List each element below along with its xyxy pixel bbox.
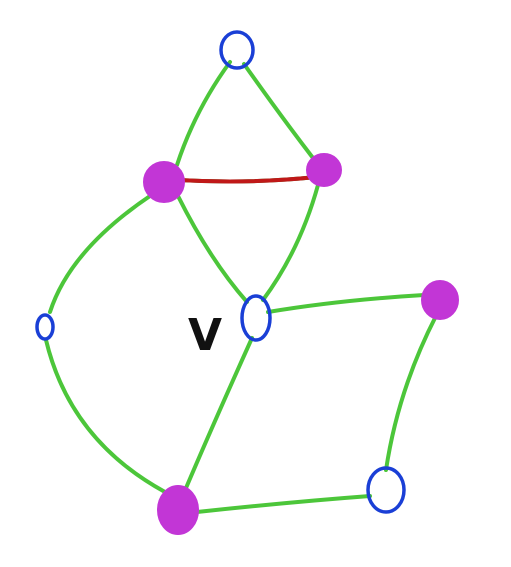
node-bottom-left-filled [157,485,199,535]
edge-top-left-upper [175,60,232,167]
edge-left-upper-right-upper-highlighted [176,175,318,184]
node-center-v-ring [240,294,272,342]
node-top-ring [219,30,255,70]
edge-center-v-right-mid [266,293,426,314]
vertex-label-v: V [188,310,222,361]
node-right-mid-filled [421,280,459,320]
node-left-mid-ring [35,313,55,341]
edge-right-mid-bottom-right [384,314,438,472]
edge-left-upper-left-mid [48,194,152,314]
node-right-upper-filled [306,153,342,187]
edge-bottom-left-bottom-right [195,494,372,514]
node-bottom-right-ring [366,466,406,514]
nodes-layer [35,30,459,535]
edges-layer [44,60,438,514]
node-left-upper-filled [143,161,185,203]
edge-top-right-upper [242,62,315,160]
edge-left-upper-center-v [176,194,249,304]
edge-left-mid-bottom-left [44,338,167,494]
edge-right-upper-center-v [261,183,320,302]
edge-center-v-bottom-left [184,336,254,490]
